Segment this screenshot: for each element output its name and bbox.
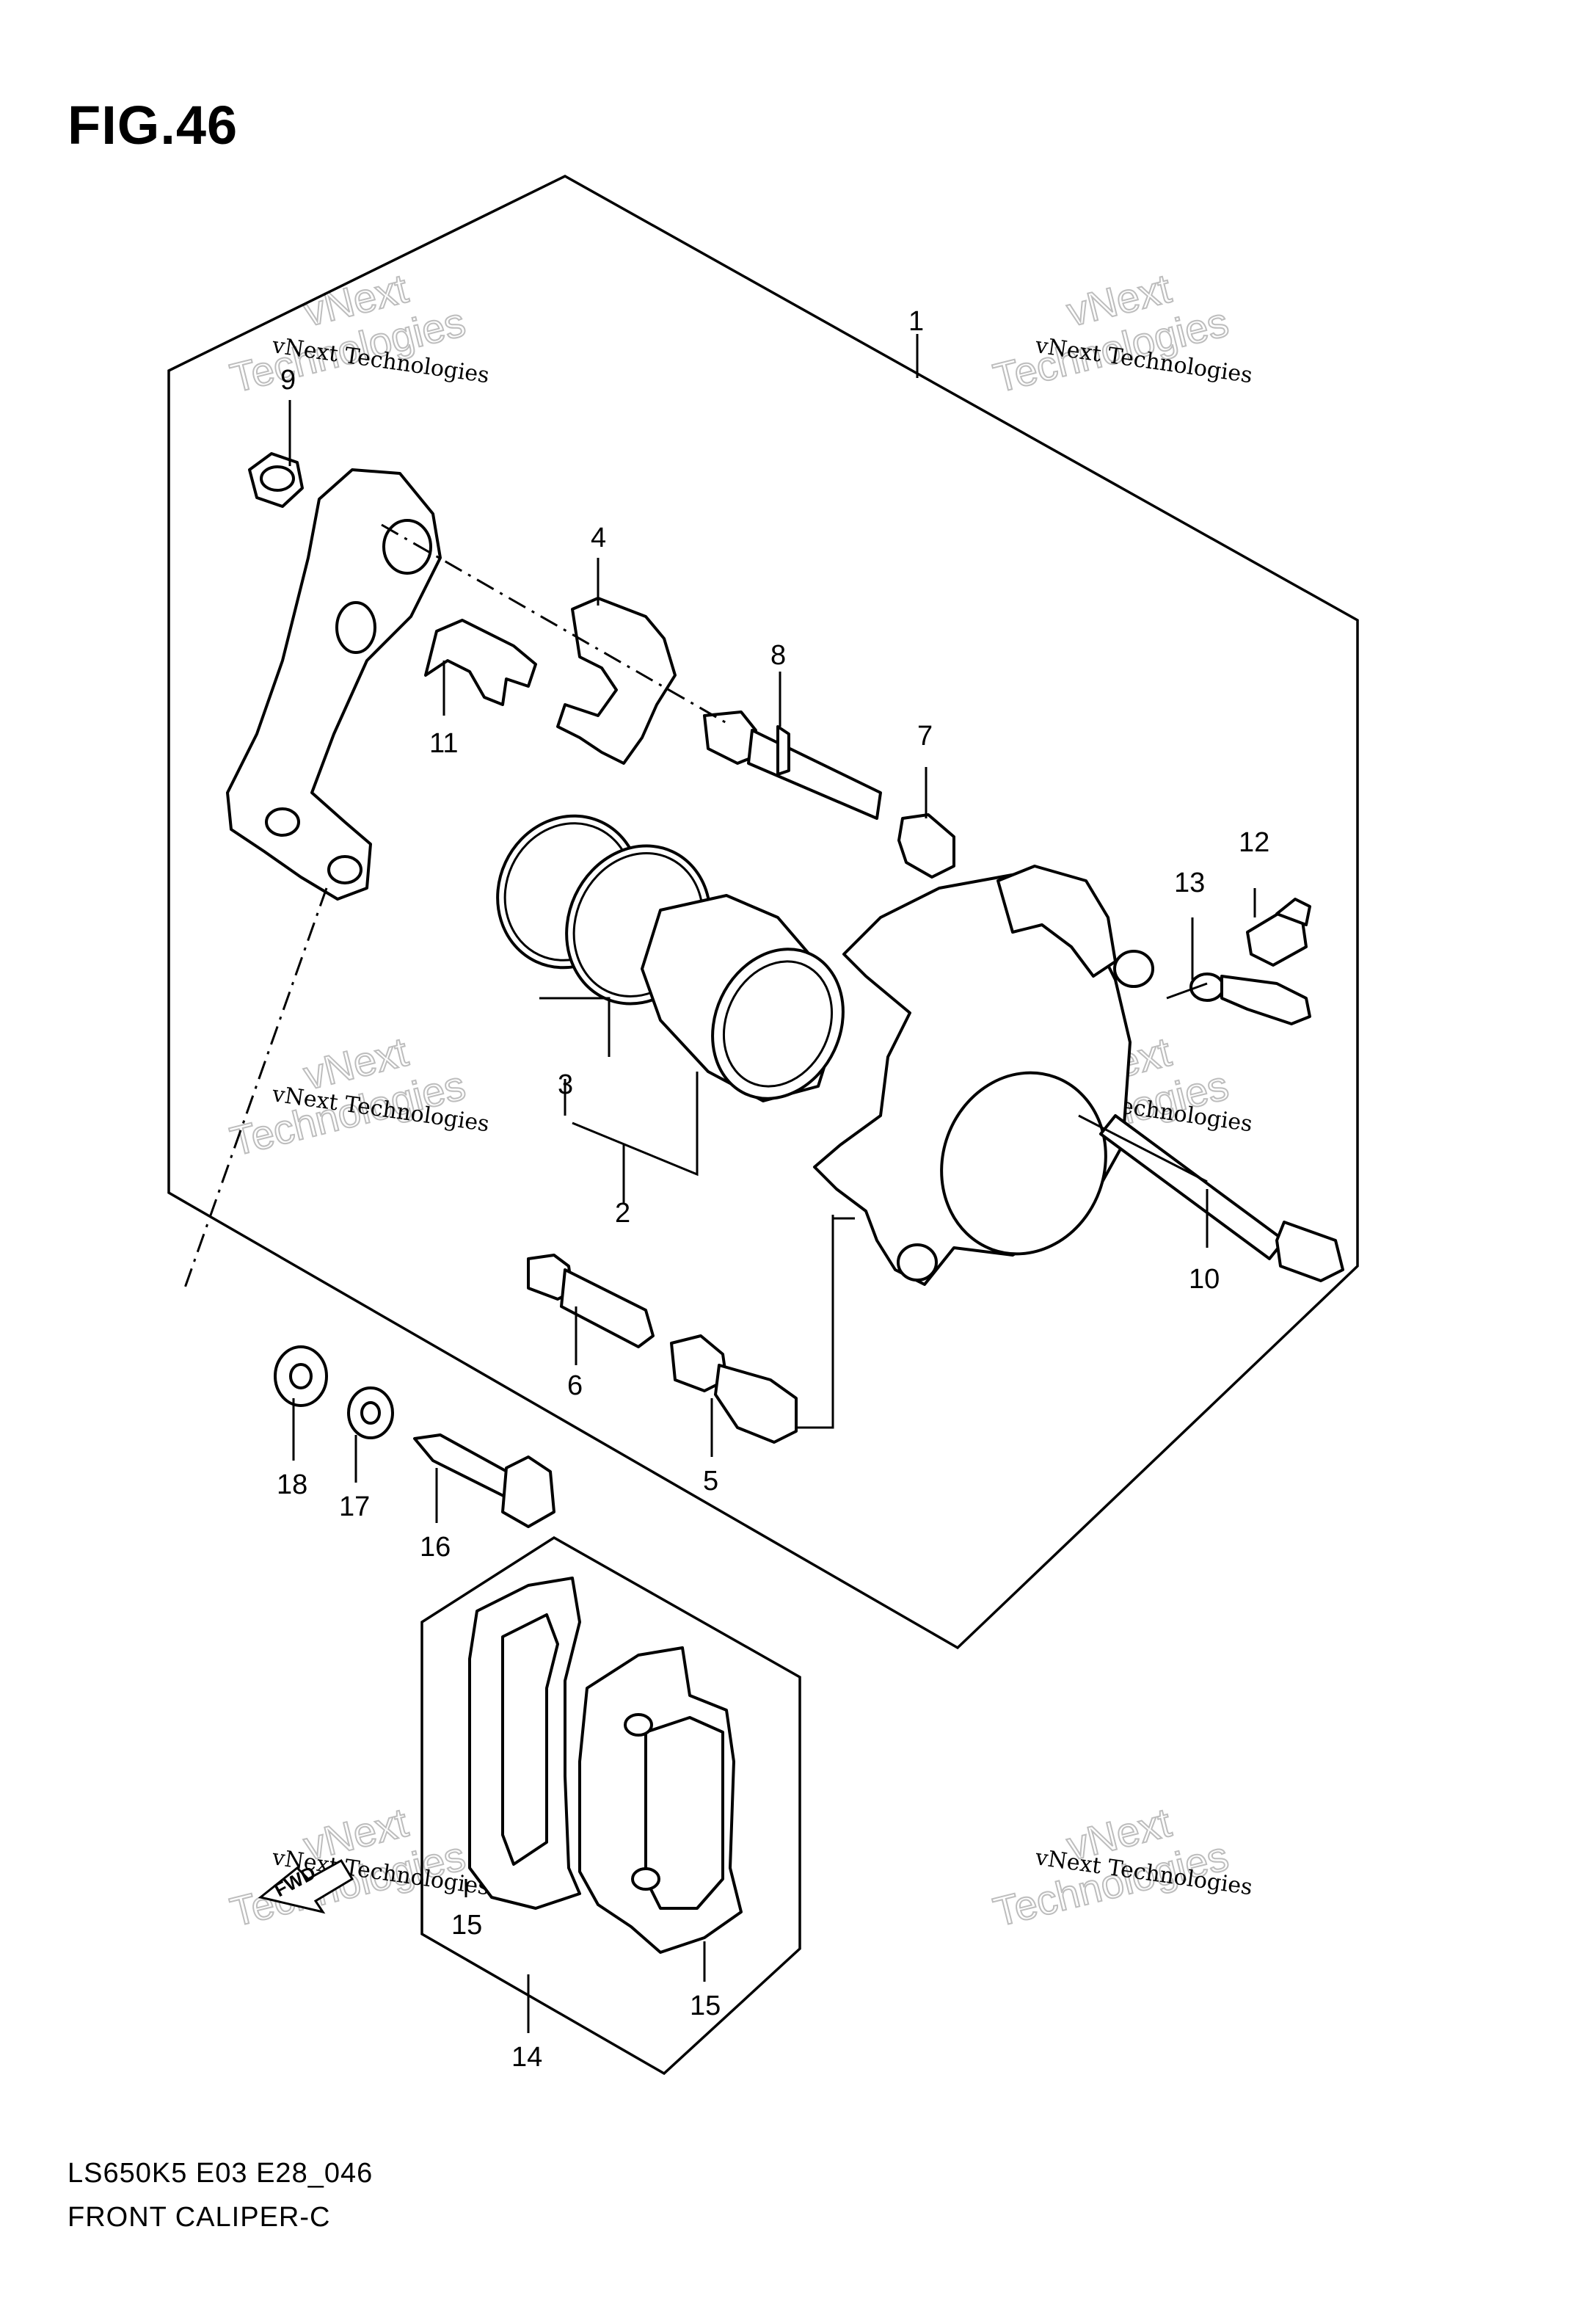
callout-6: 6 [567,1370,583,1401]
callout-10: 10 [1189,1264,1220,1295]
callout-labels: 1 2 3 4 5 6 7 8 9 10 11 12 13 14 15 15 1… [277,306,1269,2073]
pad-spring-part-11 [424,619,537,706]
alignment-line-bolt-axis [381,523,727,724]
piston-part-2 [641,894,845,1102]
watermark-bottom-right: vNext Technologies vNext Technologies [988,1798,1254,1936]
caliper-body [813,865,1154,1286]
watermark-middle-left: vNext Technologies vNext Technologies [225,1028,491,1166]
figure-title: FIG.46 [68,95,238,156]
pad-set-outline [420,1535,801,2076]
callout-14: 14 [511,2042,542,2073]
bolt-part-16 [413,1433,555,1528]
callout-15-front-pad: 15 [451,1910,482,1941]
cap-part-13 [1189,973,1311,1025]
bleeder-part-12 [1246,898,1311,967]
figure-name: FRONT CALIPER-C [68,2202,331,2233]
pin-bolt-part-10 [1099,1114,1344,1282]
watermark-top-left: vNext Technologies vNext Technologies [225,264,491,402]
brake-pad-part-15-front [468,1577,581,1910]
watermark-top-right: vNext Technologies vNext Technologies [988,264,1254,402]
brake-pad-part-15-rear [578,1646,743,1954]
callout-11: 11 [429,728,458,759]
callout-7: 7 [917,721,933,752]
callout-17: 17 [339,1491,370,1522]
nut-part-9 [248,452,304,508]
pad-retainer-part-4 [556,597,677,765]
slide-pin-part-6 [527,1254,655,1348]
callout-12: 12 [1239,827,1269,858]
callout-15-rear-pad: 15 [690,1991,721,2021]
boot-part-5 [670,1334,798,1444]
caliper-bracket [226,468,442,901]
callout-8: 8 [770,640,786,671]
callout-4: 4 [591,523,606,553]
boot-part-7 [897,813,955,879]
callout-2: 2 [615,1198,630,1229]
leader-lines [288,334,1256,2033]
washer-part-18 [274,1345,328,1407]
callout-18: 18 [277,1469,307,1500]
lock-washer-part-17 [347,1386,394,1439]
figure-code: LS650K5 E03 E28_046 [68,2158,374,2189]
caliper-assembly-outline [167,175,1359,1650]
alignment-line-bracket-washer [182,887,328,1293]
callout-3: 3 [558,1069,573,1100]
callout-5: 5 [703,1466,718,1497]
callout-16: 16 [420,1532,451,1563]
callout-13: 13 [1174,868,1205,898]
slide-pin-part-8 [703,710,882,820]
callout-9: 9 [280,365,296,396]
callout-1: 1 [908,306,924,337]
